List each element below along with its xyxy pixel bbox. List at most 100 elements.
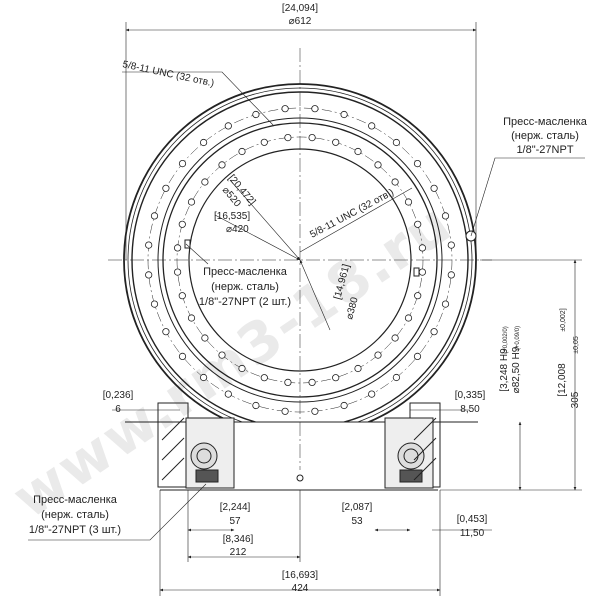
inner-bolt-hole bbox=[374, 161, 382, 169]
inner-bolt-hole bbox=[374, 351, 382, 359]
d16693-mm: 424 bbox=[292, 583, 309, 594]
outer-bolt-hole bbox=[224, 390, 232, 398]
outer-bolt-hole bbox=[441, 212, 450, 220]
pilot-mm-tol: (+0,09/0) bbox=[515, 326, 521, 350]
inner-bolt-hole bbox=[284, 378, 292, 386]
callout-left-line3: 1/8"-27NPT (3 шт.) bbox=[29, 524, 121, 536]
inner-bolt-hole bbox=[418, 244, 426, 252]
height-in: [12,008 bbox=[557, 363, 568, 397]
inner-bolt-holes bbox=[174, 134, 426, 386]
height-mm: 305 bbox=[570, 391, 581, 408]
inner-bolt-hole bbox=[354, 364, 362, 373]
left-gear-teeth bbox=[195, 469, 219, 483]
leader-lines bbox=[28, 71, 585, 541]
callout-left-line2: (нерж. сталь) bbox=[41, 509, 109, 521]
callout-center-line1: Пресс-масленка bbox=[203, 266, 288, 278]
d0236-mm: 6 bbox=[115, 404, 121, 415]
dim-outer-dia-in: [24,094] bbox=[282, 3, 318, 14]
outer-bolt-hole bbox=[145, 271, 153, 279]
inner-bolt-hole bbox=[187, 198, 196, 206]
outer-bolt-hole bbox=[392, 373, 400, 382]
inner-bolt-hole bbox=[260, 374, 268, 382]
outer-bolt-holes bbox=[145, 105, 455, 415]
outer-bolt-hole bbox=[413, 352, 422, 360]
grease-fitting-left bbox=[184, 239, 191, 249]
pilot-mm: ⌀82,50 H9 bbox=[511, 346, 522, 393]
leader-pc420 bbox=[214, 214, 301, 261]
dimension-lines bbox=[112, 22, 582, 596]
d2244-mm: 57 bbox=[229, 516, 241, 527]
inner-bolt-hole bbox=[218, 161, 226, 169]
outer-bolt-hole bbox=[368, 122, 376, 130]
right-hatch bbox=[413, 437, 437, 461]
left-hatch bbox=[161, 437, 185, 461]
d0453-in: [0,453] bbox=[457, 514, 488, 525]
inner-bolt-hole bbox=[174, 244, 182, 252]
d0453-mm: 11,50 bbox=[460, 528, 485, 539]
outer-bolt-hole bbox=[311, 407, 319, 415]
d8346-mm: 212 bbox=[230, 547, 247, 558]
inner-bolt-hole bbox=[174, 268, 182, 276]
inner-bolt-hole bbox=[201, 178, 209, 186]
outer-bolt-hole bbox=[162, 328, 170, 336]
outer-bolt-hole bbox=[413, 160, 422, 168]
outer-bolt-hole bbox=[281, 407, 289, 415]
right-ball bbox=[397, 442, 425, 470]
outer-bolt-hole bbox=[200, 138, 208, 147]
d16693-in: [16,693] bbox=[282, 570, 318, 581]
callout-right-line2: (нерж. сталь) bbox=[511, 130, 579, 142]
callout-right: Пресс-масленка (нерж. сталь) 1/8"-27NPT bbox=[503, 116, 588, 156]
leader-inner-thread bbox=[299, 187, 413, 253]
callout-center-line2: (нерж. сталь) bbox=[211, 281, 279, 293]
outer-bolt-hole bbox=[150, 212, 159, 220]
height-tol: ±0,05 bbox=[573, 336, 580, 354]
d2087-in: [2,087] bbox=[342, 502, 373, 513]
pc420-mm: ⌀420 bbox=[226, 224, 249, 235]
outer-bolt-hole bbox=[392, 138, 400, 147]
dim-outer-dia-mm: ⌀612 bbox=[289, 16, 312, 27]
d0335-in: [0,335] bbox=[455, 390, 486, 401]
outer-bolt-hole bbox=[281, 105, 289, 113]
pilot-in: [3,248 H9 bbox=[499, 348, 510, 392]
outer-bolt-hole bbox=[150, 300, 159, 308]
inner-bolt-hole bbox=[238, 147, 246, 156]
outer-bolt-hole bbox=[447, 241, 455, 249]
inner-bolt-hole bbox=[354, 147, 362, 156]
inner-bolt-hole bbox=[414, 220, 422, 228]
outer-bolt-hole bbox=[178, 352, 187, 360]
inner-bolt-hole bbox=[391, 178, 399, 186]
left-section-view bbox=[157, 402, 235, 489]
outer-bolt-hole bbox=[368, 390, 376, 398]
outer-bolt-hole bbox=[311, 105, 319, 113]
outer-bolt-hole bbox=[200, 373, 208, 382]
leader-outer-thread bbox=[122, 71, 275, 127]
grease-fitting-inner bbox=[413, 267, 420, 277]
inner-bolt-hole bbox=[238, 364, 246, 373]
inner-bolt-hole bbox=[187, 314, 196, 322]
leader-left-fitting bbox=[28, 483, 207, 541]
inner-bolt-hole bbox=[391, 334, 399, 342]
callout-left-line1: Пресс-масленка bbox=[33, 494, 118, 506]
left-ball-inner bbox=[196, 448, 212, 464]
inner-bolt-hole bbox=[260, 138, 268, 146]
callout-right-line1: Пресс-масленка bbox=[503, 116, 588, 128]
callout-left: Пресс-масленка (нерж. сталь) 1/8"-27NPT … bbox=[29, 494, 121, 536]
outer-bolt-hole bbox=[252, 401, 260, 410]
outer-bolt-hole bbox=[430, 328, 438, 336]
right-hatch bbox=[413, 417, 437, 441]
right-section-view bbox=[384, 402, 441, 489]
inner-bolt-hole bbox=[404, 314, 413, 322]
right-gear-teeth bbox=[399, 469, 423, 483]
d2087-mm: 53 bbox=[351, 516, 363, 527]
bolt-outer-callout: 5/8-11 UNC (32 отв.) bbox=[121, 59, 215, 89]
d0335-mm: 8,50 bbox=[460, 404, 480, 415]
inner-bolt-hole bbox=[332, 138, 340, 146]
height-tol-in: ±0,002] bbox=[560, 308, 567, 331]
leader-right-fitting bbox=[470, 157, 585, 237]
leader-pc520 bbox=[229, 179, 301, 261]
d2244-in: [2,244] bbox=[220, 502, 251, 513]
inner-bolt-hole bbox=[414, 292, 422, 300]
outer-bolt-hole bbox=[340, 401, 348, 410]
left-hatch bbox=[161, 417, 185, 441]
